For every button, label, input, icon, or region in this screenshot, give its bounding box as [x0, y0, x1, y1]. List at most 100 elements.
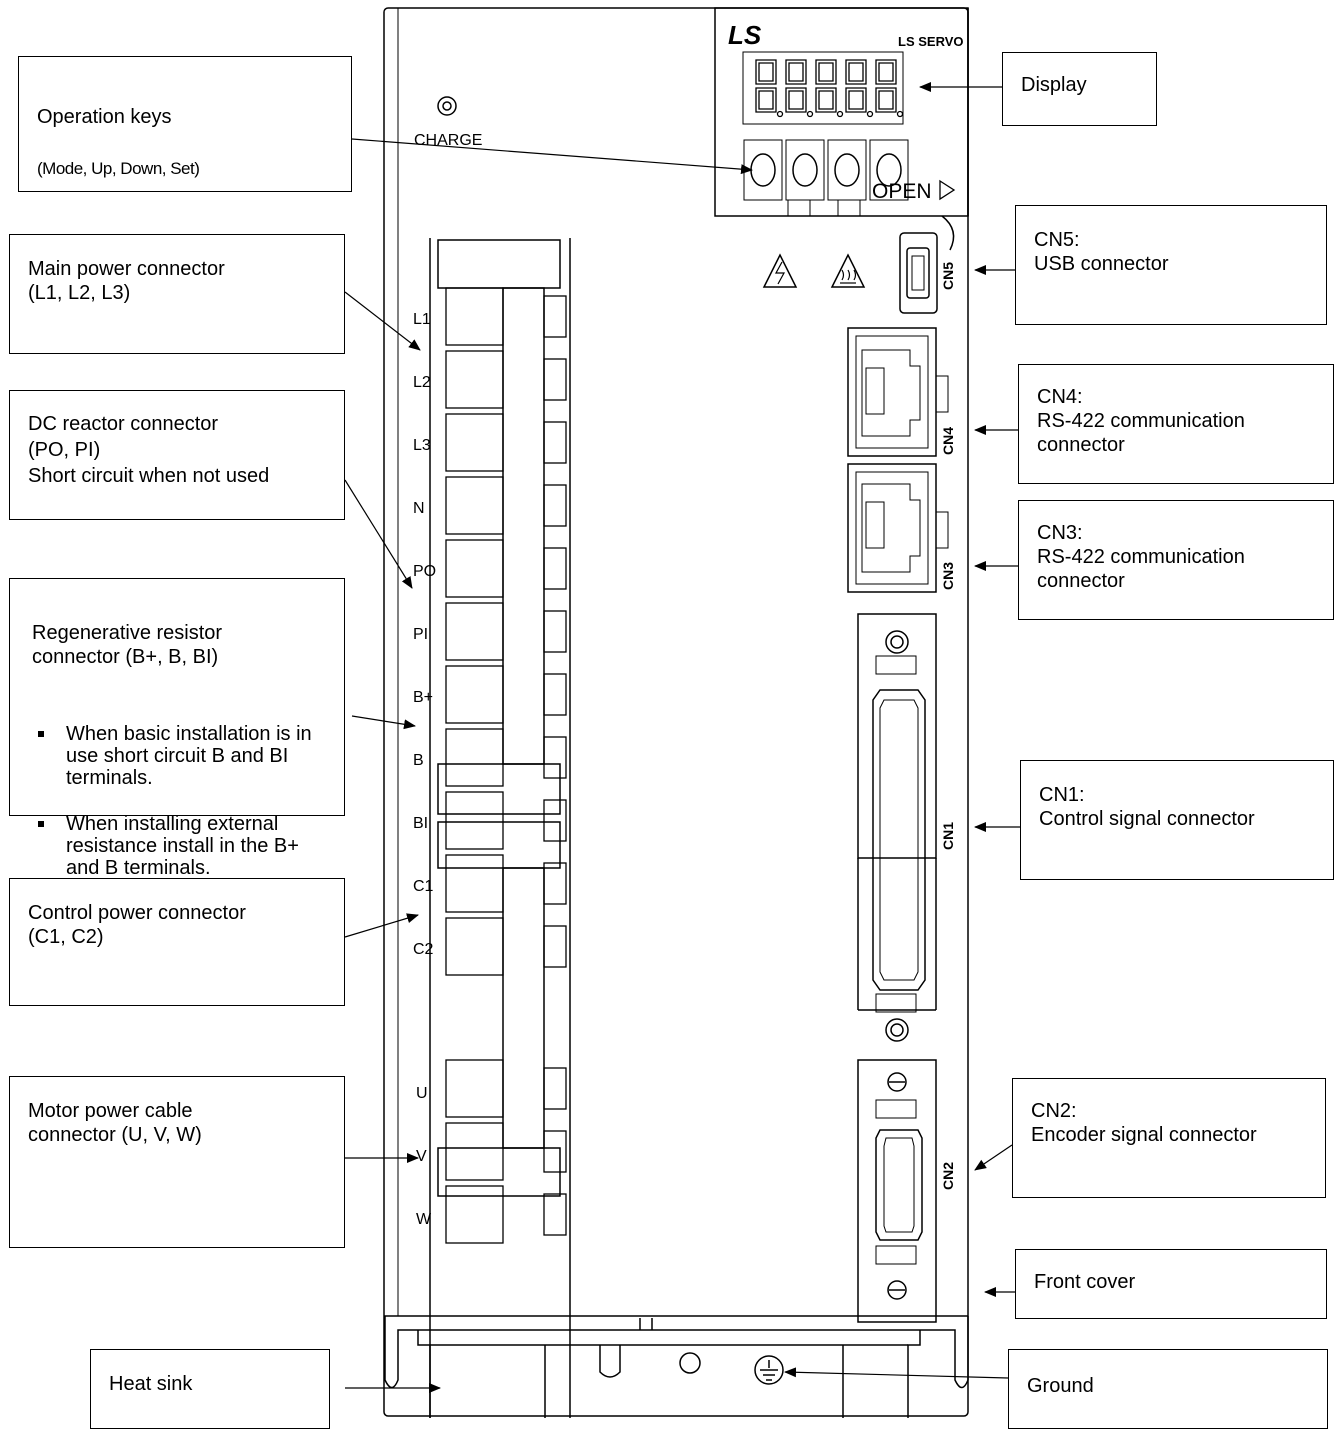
terminal-slot	[445, 602, 504, 661]
main-power-callout: Main power connector (L1, L2, L3)	[9, 234, 345, 354]
terminal-label-2: L3	[413, 437, 431, 454]
terminal-screw	[543, 673, 567, 716]
terminal-slot	[445, 350, 504, 409]
cn1-port-label: CN1	[940, 822, 956, 850]
terminal-screw	[543, 1193, 567, 1236]
terminal-screw	[543, 862, 567, 905]
cn1-control-port	[857, 613, 937, 1042]
operation-keys-subtitle: (Mode, Up, Down, Set)	[37, 159, 200, 178]
seven-segment-digit	[755, 59, 777, 113]
terminal-slot	[445, 539, 504, 598]
terminal-screw	[543, 799, 567, 842]
cn5-label: CN5: USB connector	[1034, 229, 1169, 275]
terminal-screw	[543, 1067, 567, 1110]
cn3-callout: CN3: RS-422 communication connector	[1018, 500, 1334, 620]
cn4-rj45-port	[847, 327, 949, 457]
decimal-point	[806, 110, 814, 118]
cn3-rj45-port	[847, 463, 949, 593]
terminal-label-10: C2	[413, 941, 434, 958]
ls-logo: LS	[728, 20, 762, 50]
terminal-screw	[543, 421, 567, 464]
dc-reactor-callout: DC reactor connector (PO, PI) Short circ…	[9, 390, 345, 520]
front-cover	[383, 7, 969, 1417]
terminal-screw	[543, 1130, 567, 1173]
terminal-screw	[543, 925, 567, 968]
cn2-port-label: CN2	[940, 1162, 956, 1190]
terminal-screw	[543, 358, 567, 401]
cn5-port-label: CN5	[940, 262, 956, 290]
cn3-port-label: CN3	[940, 562, 956, 590]
seven-segment-digit	[785, 59, 807, 113]
terminal-label-9: C1	[413, 878, 434, 895]
front-cover-label: Front cover	[1034, 1271, 1136, 1293]
terminal-label-8: BI	[413, 815, 428, 832]
display-callout: Display	[1002, 52, 1157, 126]
terminal-slot	[445, 917, 504, 976]
hot-surface-icon	[830, 253, 866, 288]
decimal-point	[836, 110, 844, 118]
front-cover-callout: Front cover	[1015, 1249, 1327, 1319]
heat-sink-label: Heat sink	[109, 1373, 193, 1395]
cn5-usb-port	[899, 232, 938, 314]
terminal-screw	[543, 736, 567, 779]
cn2-label: CN2: Encoder signal connector	[1031, 1100, 1257, 1146]
terminal-label-7: B	[413, 752, 424, 769]
terminal-label-0: L1	[413, 311, 431, 328]
decimal-point	[866, 110, 874, 118]
terminal-label-b2: W	[416, 1211, 432, 1228]
terminal-label-3: N	[413, 500, 425, 517]
terminal-slot	[445, 854, 504, 913]
open-label: OPEN	[872, 180, 932, 203]
cn4-port-label: CN4	[940, 427, 956, 455]
terminal-block	[429, 238, 571, 1418]
seven-segment-digit	[815, 59, 837, 113]
seven-segment-digit	[845, 59, 867, 113]
operation-keys-title: Operation keys	[37, 106, 172, 128]
terminal-slot	[445, 665, 504, 724]
cn4-label: CN4: RS-422 communication connector	[1037, 386, 1245, 456]
ground-label: Ground	[1027, 1375, 1094, 1397]
terminal-slot	[445, 413, 504, 472]
regen-bullet-1: When basic installation is in use short …	[38, 723, 330, 789]
terminal-screw	[543, 295, 567, 338]
heat-sink-callout: Heat sink	[90, 1349, 330, 1429]
regen-resistor-callout: Regenerative resistor connector (B+, B, …	[9, 578, 345, 879]
terminal-slot	[445, 1122, 504, 1181]
cn2-encoder-port	[857, 1059, 937, 1323]
display-label: Display	[1021, 74, 1087, 96]
ls-servo-label: LS SERVO	[898, 34, 964, 49]
terminal-label-b1: V	[416, 1148, 427, 1165]
ground-terminal	[754, 1355, 784, 1385]
terminal-slot	[445, 476, 504, 535]
cn2-callout: CN2: Encoder signal connector	[1012, 1078, 1326, 1198]
cn1-callout: CN1: Control signal connector	[1020, 760, 1334, 880]
ground-callout: Ground	[1008, 1349, 1328, 1429]
leader-arrows	[344, 82, 1020, 1393]
cn3-label: CN3: RS-422 communication connector	[1037, 522, 1245, 592]
terminal-slot	[445, 1185, 504, 1244]
control-power-callout: Control power connector (C1, C2)	[9, 878, 345, 1006]
terminal-label-4: PO	[413, 563, 436, 580]
terminal-slot	[445, 1059, 504, 1118]
cn4-callout: CN4: RS-422 communication connector	[1018, 364, 1334, 484]
electric-warning-icon	[762, 253, 798, 288]
decimal-point	[776, 110, 784, 118]
regen-title: Regenerative resistor connector (B+, B, …	[32, 622, 223, 668]
terminal-label-6: B+	[413, 689, 433, 706]
dc-reactor-label: DC reactor connector (PO, PI) Short circ…	[28, 413, 270, 487]
seven-segment-digit	[875, 59, 897, 113]
heat-sink	[384, 1316, 969, 1418]
terminal-screw	[543, 484, 567, 527]
control-power-label: Control power connector (C1, C2)	[28, 902, 246, 948]
charge-led	[437, 96, 457, 116]
terminal-label-b0: U	[416, 1085, 428, 1102]
main-power-label: Main power connector (L1, L2, L3)	[28, 258, 225, 304]
terminal-screw	[543, 610, 567, 653]
open-arrow-icon	[939, 179, 956, 201]
terminal-label-1: L2	[413, 374, 431, 391]
terminal-slot	[445, 287, 504, 346]
terminal-label-5: PI	[413, 626, 428, 643]
operation-keys-callout: Operation keys (Mode, Up, Down, Set)	[18, 56, 352, 192]
cn1-label: CN1: Control signal connector	[1039, 784, 1255, 830]
